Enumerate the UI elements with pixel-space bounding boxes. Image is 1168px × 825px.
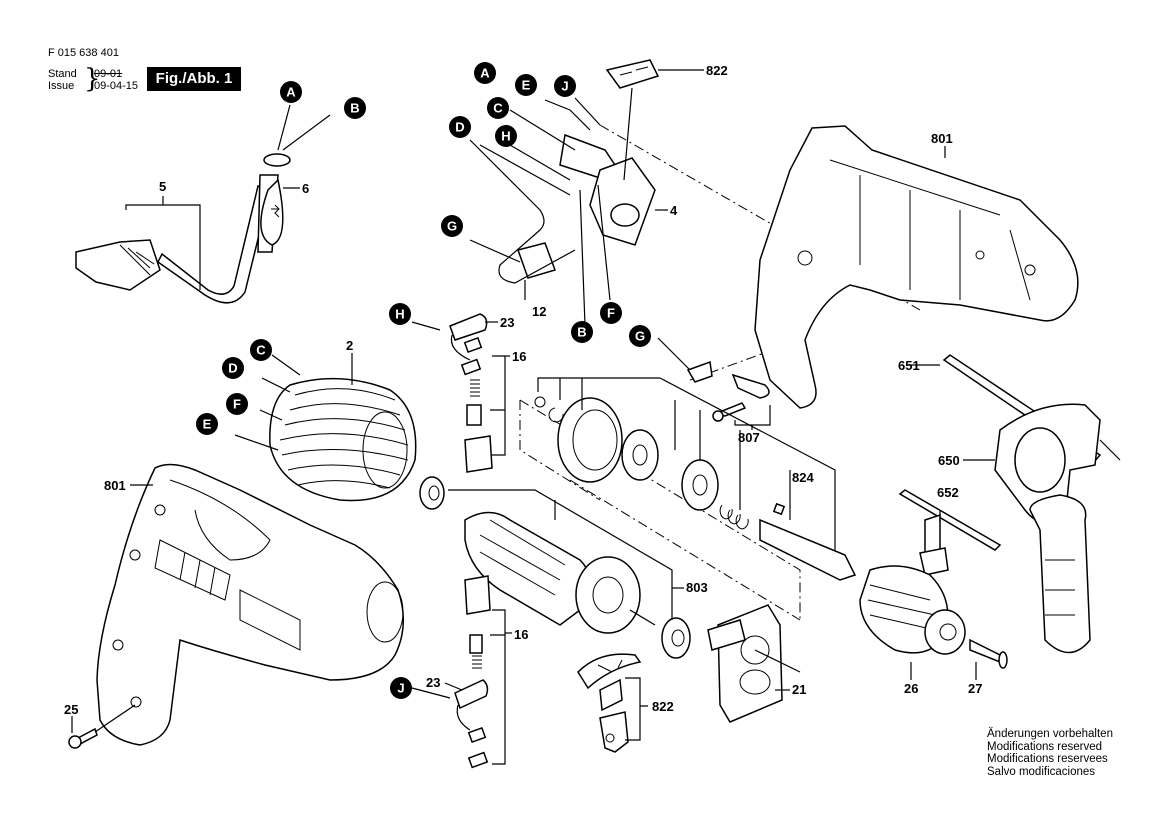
svg-text:F: F: [233, 397, 241, 412]
alignment-line: [519, 400, 601, 501]
capacitor-brush-top: [411, 313, 493, 473]
bracket-line: [448, 489, 673, 620]
part-number-25: 25: [64, 702, 78, 717]
part-number-801-left: 801: [104, 478, 126, 493]
svg-text:A: A: [480, 66, 490, 81]
part-number-824: 824: [792, 470, 814, 485]
wire-marker-B: B: [571, 321, 593, 343]
document-number: F 015 638 401: [48, 47, 119, 59]
svg-text:J: J: [561, 79, 568, 94]
brace-icon: }: [84, 64, 101, 94]
part-number-807: 807: [738, 430, 760, 445]
stand-label: Stand: [48, 68, 77, 80]
svg-text:B: B: [350, 101, 359, 116]
part-number-5: 5: [159, 179, 166, 194]
stand-date-struck: 09-01: [94, 68, 123, 80]
svg-text:G: G: [447, 219, 457, 234]
svg-text:E: E: [522, 78, 531, 93]
modifications-notice: Änderungen vorbehalten Modifications res…: [987, 728, 1113, 778]
capacitor-brush-bottom: [411, 575, 491, 769]
svg-text:C: C: [256, 343, 266, 358]
part-number-822-bottom: 822: [652, 699, 674, 714]
gear-spindle-assembly: [534, 396, 857, 581]
bracket-line: [490, 609, 506, 765]
svg-text:J: J: [397, 681, 404, 696]
wire-marker-D: D: [449, 116, 471, 138]
part-number-6: 6: [302, 181, 309, 196]
part-number-803: 803: [686, 580, 708, 595]
issue-date: 09-04-15: [94, 80, 139, 92]
part-number-23: 23: [500, 315, 514, 330]
part-number-16-bottom: 16: [514, 627, 528, 642]
switch-assembly: [469, 59, 660, 326]
notice-line-fr: Modifications reservees: [987, 753, 1108, 765]
svg-text:H: H: [395, 307, 404, 322]
wire-marker-H: H: [389, 303, 411, 325]
wire-marker-D: D: [222, 357, 244, 379]
svg-text:E: E: [203, 417, 212, 432]
wire-marker-H: H: [495, 125, 517, 147]
chuck: [859, 489, 1008, 669]
armature: [419, 476, 691, 659]
figure-label: Fig./Abb. 1: [147, 67, 241, 91]
field-coil: [234, 354, 417, 502]
bracket-line: [125, 196, 201, 290]
bracket-line: [537, 377, 836, 550]
svg-text:D: D: [228, 361, 237, 376]
part-number-2: 2: [346, 338, 353, 353]
part-number-23-bottom: 23: [426, 675, 440, 690]
part-number-650: 650: [938, 453, 960, 468]
leader-line: [444, 682, 463, 691]
wire-marker-A: A: [474, 62, 496, 84]
wire-marker-B: B: [344, 97, 366, 119]
wire-marker-G: G: [441, 215, 463, 237]
part-number-21: 21: [792, 682, 806, 697]
svg-text:A: A: [286, 85, 296, 100]
issue-label: Issue: [48, 80, 75, 92]
wire-marker-C: C: [250, 339, 272, 361]
part-number-26: 26: [904, 681, 918, 696]
part-number-16: 16: [512, 349, 526, 364]
svg-text:C: C: [493, 101, 503, 116]
alignment-line: [569, 479, 801, 621]
bracket-line: [625, 677, 648, 741]
wire-marker-E: E: [515, 74, 537, 96]
svg-text:G: G: [635, 329, 645, 344]
wire-marker-J: J: [554, 75, 576, 97]
notice-line-es: Salvo modificaciones: [987, 765, 1096, 778]
svg-text:F: F: [607, 306, 615, 321]
bracket-line: [490, 355, 510, 456]
wire-marker-F: F: [600, 302, 622, 324]
wire-marker-F: F: [226, 393, 248, 415]
notice-line-en: Modifications reserved: [987, 740, 1103, 753]
housing-screw: [68, 704, 136, 749]
clip-set: [657, 337, 770, 422]
wire-marker-E: E: [196, 413, 218, 435]
svg-text:D: D: [455, 120, 464, 135]
aux-handle: [942, 354, 1121, 654]
part-number-27: 27: [968, 681, 982, 696]
part-number-801: 801: [931, 131, 953, 146]
part-number-12: 12: [532, 304, 546, 319]
bearing-plate: [707, 604, 801, 723]
leader-line: [623, 87, 633, 181]
part-number-652: 652: [937, 485, 959, 500]
wire-marker-G: G: [629, 325, 651, 347]
wire-marker-A: A: [280, 81, 302, 103]
wire-marker-C: C: [487, 97, 509, 119]
housing-half-right: [754, 125, 1079, 409]
housing-half-left: [96, 463, 405, 746]
part-number-651: 651: [898, 358, 920, 373]
svg-text:B: B: [577, 325, 586, 340]
power-cord: [75, 104, 331, 304]
part-number-822: 822: [706, 63, 728, 78]
part-number-4: 4: [670, 203, 678, 218]
svg-text:H: H: [501, 129, 510, 144]
notice-line-de: Änderungen vorbehalten: [987, 728, 1113, 740]
selector-set: [577, 653, 642, 753]
wire-marker-J: J: [390, 677, 412, 699]
